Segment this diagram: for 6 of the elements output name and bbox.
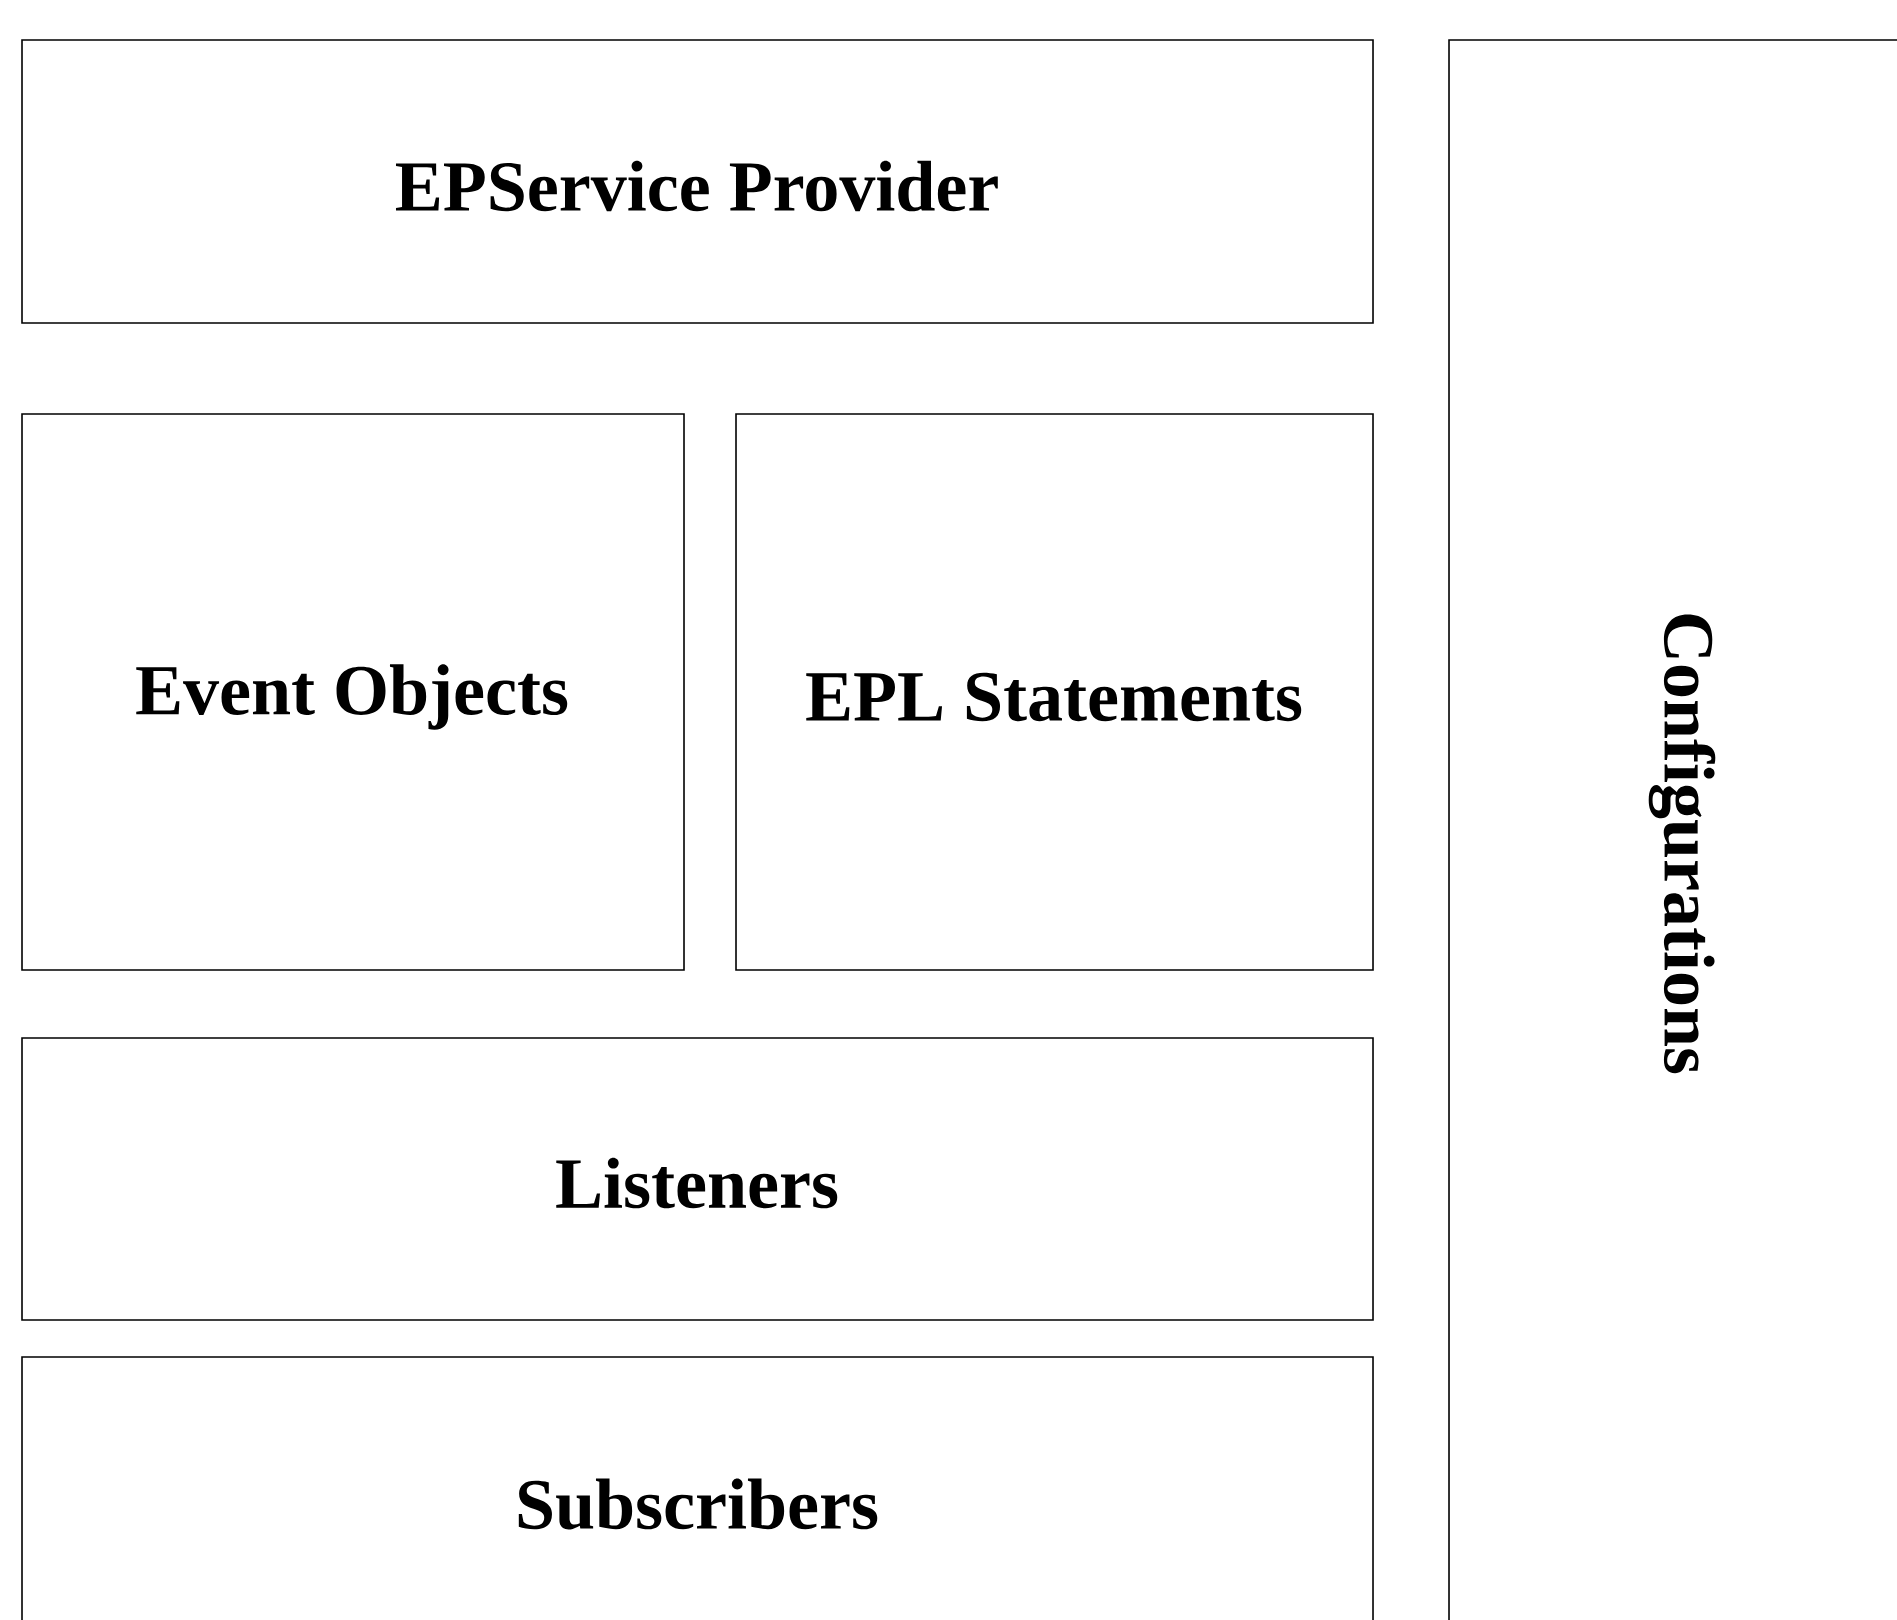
component-box: EPService Provider <box>21 39 1374 324</box>
side-panel: Configurations <box>1448 39 1897 1620</box>
component-box: Listeners <box>21 1037 1374 1321</box>
component-box: Subscribers <box>21 1356 1374 1620</box>
component-box: EPL Statements <box>735 413 1374 971</box>
component-box: Event Objects <box>21 413 685 971</box>
